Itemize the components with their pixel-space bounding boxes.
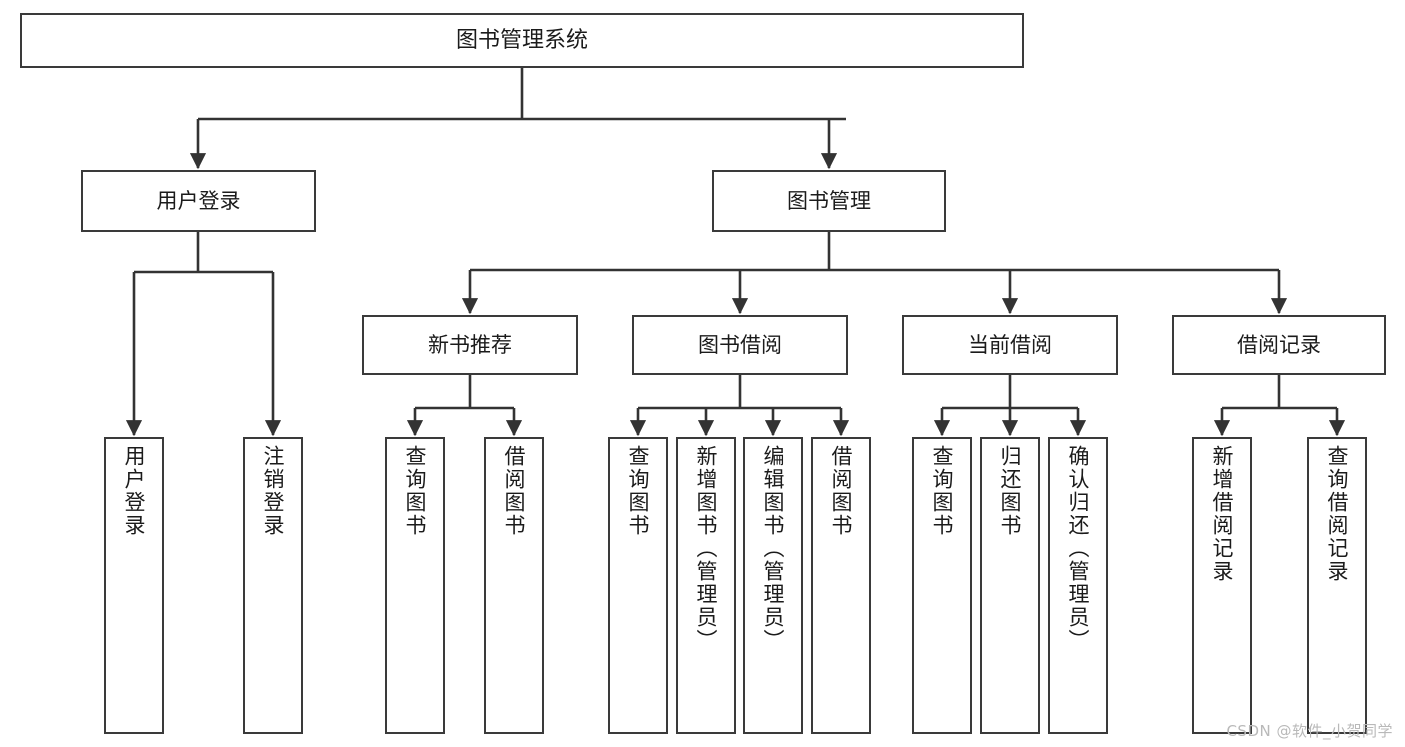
node-label: 注销登录 xyxy=(261,445,286,537)
node-label: 用户登录 xyxy=(156,188,241,213)
leaf-return-book[interactable]: 归还图书 xyxy=(980,437,1040,734)
node-label: 借阅图书 xyxy=(502,445,527,537)
node-label: 新增图书（管理员） xyxy=(694,445,719,652)
node-label: 编辑图书（管理员） xyxy=(761,445,786,652)
node-label: 借阅图书 xyxy=(829,445,854,537)
leaf-query-book-1[interactable]: 查询图书 xyxy=(385,437,445,734)
node-label: 新增借阅记录 xyxy=(1210,445,1235,583)
node-new-book-recommendation[interactable]: 新书推荐 xyxy=(362,315,578,375)
leaf-confirm-return-admin[interactable]: 确认归还（管理员） xyxy=(1048,437,1108,734)
leaf-user-login[interactable]: 用户登录 xyxy=(104,437,164,734)
node-label: 查询图书 xyxy=(930,445,955,537)
node-label: 图书管理系统 xyxy=(455,27,588,53)
node-label: 查询图书 xyxy=(403,445,428,537)
node-label: 归还图书 xyxy=(998,445,1023,537)
node-label: 图书管理 xyxy=(787,188,871,213)
leaf-logout-login[interactable]: 注销登录 xyxy=(243,437,303,734)
node-label: 图书借阅 xyxy=(698,332,782,357)
node-label: 用户登录 xyxy=(122,445,147,537)
node-label: 借阅记录 xyxy=(1237,332,1321,357)
node-root-book-management-system[interactable]: 图书管理系统 xyxy=(20,13,1024,68)
node-label: 确认归还（管理员） xyxy=(1066,445,1091,652)
node-label: 查询图书 xyxy=(626,445,651,537)
node-label: 当前借阅 xyxy=(968,332,1052,357)
leaf-borrow-book-1[interactable]: 借阅图书 xyxy=(484,437,544,734)
node-book-management[interactable]: 图书管理 xyxy=(712,170,946,232)
leaf-edit-book-admin[interactable]: 编辑图书（管理员） xyxy=(743,437,803,734)
leaf-query-book-2[interactable]: 查询图书 xyxy=(608,437,668,734)
node-current-borrow[interactable]: 当前借阅 xyxy=(902,315,1118,375)
node-label: 查询借阅记录 xyxy=(1325,445,1350,583)
watermark: CSDN @软件_小贺同学 xyxy=(1226,722,1393,740)
node-book-borrow[interactable]: 图书借阅 xyxy=(632,315,848,375)
leaf-borrow-book-2[interactable]: 借阅图书 xyxy=(811,437,871,734)
leaf-add-borrow-record[interactable]: 新增借阅记录 xyxy=(1192,437,1252,734)
node-label: 新书推荐 xyxy=(428,332,512,357)
leaf-add-book-admin[interactable]: 新增图书（管理员） xyxy=(676,437,736,734)
node-user-login[interactable]: 用户登录 xyxy=(81,170,316,232)
leaf-query-borrow-record[interactable]: 查询借阅记录 xyxy=(1307,437,1367,734)
leaf-query-book-3[interactable]: 查询图书 xyxy=(912,437,972,734)
node-borrow-record[interactable]: 借阅记录 xyxy=(1172,315,1386,375)
